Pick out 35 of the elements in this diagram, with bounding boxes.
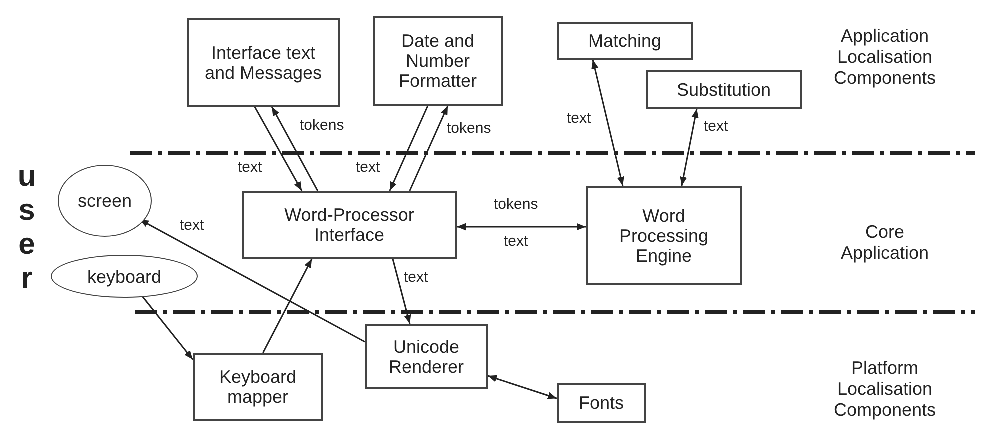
component-box bbox=[242, 191, 457, 259]
node-label: Fonts bbox=[578, 393, 624, 413]
component-box bbox=[193, 353, 323, 421]
arrow bbox=[271, 106, 319, 192]
arrow bbox=[262, 258, 313, 354]
node-label: Word-Processor Interface bbox=[284, 205, 416, 245]
arrow bbox=[409, 106, 449, 192]
section-label: Platform Localisation Components bbox=[832, 358, 938, 421]
section-label: Core Application bbox=[840, 222, 930, 264]
arrow bbox=[488, 375, 558, 400]
arrow bbox=[680, 108, 699, 186]
node-label: Substitution bbox=[676, 80, 772, 100]
node-label: Matching bbox=[588, 31, 662, 51]
component-box bbox=[557, 383, 646, 423]
component-box bbox=[373, 16, 503, 106]
node-label: Date and Number Formatter bbox=[398, 31, 478, 91]
arrow bbox=[392, 258, 412, 324]
arrow bbox=[457, 223, 586, 231]
component-box bbox=[586, 186, 742, 285]
section-label: Application Localisation Components bbox=[832, 26, 938, 89]
arrow bbox=[389, 106, 429, 192]
node-label: screen bbox=[78, 191, 132, 211]
arrow bbox=[254, 106, 303, 192]
arrow bbox=[142, 296, 194, 360]
component-box bbox=[557, 22, 693, 60]
vertical-label: user bbox=[16, 160, 38, 296]
node-label: Keyboard mapper bbox=[218, 367, 298, 407]
node-label: keyboard bbox=[87, 266, 162, 286]
arrow bbox=[592, 60, 624, 186]
component-box bbox=[187, 18, 340, 107]
node-label: Unicode Renderer bbox=[388, 336, 466, 376]
component-box bbox=[646, 70, 802, 109]
node-label: Interface text and Messages bbox=[204, 42, 324, 82]
component-box bbox=[365, 324, 488, 389]
node-label: Word Processing Engine bbox=[618, 206, 710, 266]
